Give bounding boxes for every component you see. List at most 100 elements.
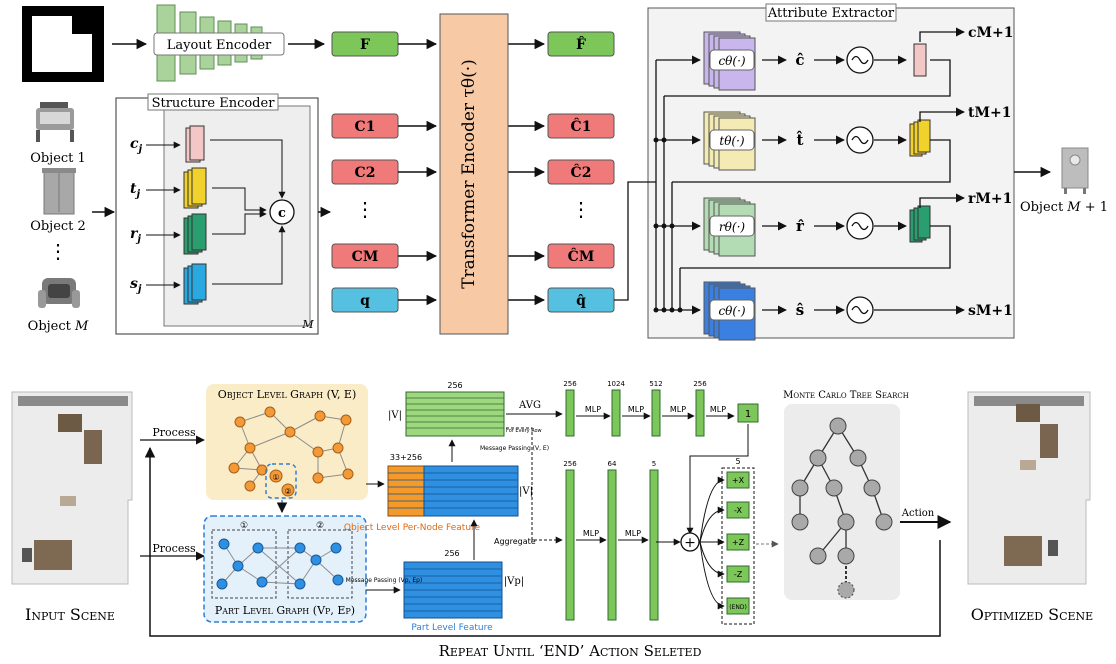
token-out-box-0	[547, 31, 615, 57]
input-scene-image	[11, 391, 133, 585]
token-out-box-2	[547, 159, 615, 185]
input-t-label: tj	[130, 181, 140, 200]
head-hat-1: t̂	[796, 130, 803, 149]
mlp-top-dim-2: 512	[649, 380, 662, 388]
head-func-3: cθ(·)	[718, 304, 745, 318]
mlp-top-mlp-2: MLP	[670, 405, 686, 414]
optimized-scene-label: Optimized Scene	[971, 605, 1093, 624]
action-label-0: +X	[732, 476, 745, 485]
attribute-extractor: Attribute Extractor	[647, 3, 1015, 339]
head-hat-0: ĉ	[795, 51, 804, 69]
attribute-head-3: cθ(·) ŝ sM+1	[703, 281, 1013, 341]
token-out-label-2: Ĉ2	[571, 163, 592, 181]
wardrobe-icon	[42, 168, 76, 215]
sum-node	[680, 532, 700, 552]
token-in-label-5: q	[360, 293, 370, 309]
layout-encoder-block: Layout Encoder	[153, 4, 285, 82]
bed-icon	[36, 102, 74, 142]
token-in-label-2: C2	[355, 165, 376, 181]
action-box-1	[726, 501, 750, 519]
bottom-panel: Input Scene Process Process Object Level…	[11, 380, 1093, 660]
message-passing-part: Message Passing (Vp, Ep)	[346, 577, 423, 584]
attribute-head-0: cθ(·)ĉcM+1	[703, 25, 1014, 91]
mcts-title: Monte Carlo Tree Search	[783, 390, 909, 401]
object-ellipsis: ⋮	[48, 239, 68, 263]
token-in-label-4: CM	[352, 249, 379, 265]
concat-node	[269, 199, 295, 225]
part-graph-title: Part Level Graph (Vp, Ep)	[215, 604, 355, 617]
avg-label: AVG	[518, 400, 541, 411]
mlp-top-layer-0	[565, 389, 575, 437]
mlp-top-mlp-3: MLP	[710, 405, 726, 414]
part-level-feature-matrix	[403, 561, 503, 619]
aggregate-label: Aggregate	[494, 537, 536, 546]
token-out-label-0: F̂	[576, 35, 586, 53]
token-in-label-1: C1	[355, 119, 376, 135]
head-hat-3: ŝ	[796, 301, 804, 319]
attribute-head-2: rθ(·)r̂rM+1	[703, 191, 1012, 257]
object-thumbnails: Object 1 Object 2 ⋮ Object M	[28, 102, 89, 334]
mlp-bottom-layer-0	[565, 469, 575, 621]
v-label-feature: |V|	[519, 486, 533, 497]
actions-column	[721, 467, 755, 625]
head-func-1: tθ(·)	[719, 134, 745, 148]
attribute-head-1: tθ(·)t̂tM+1	[703, 105, 1011, 171]
encoder-block-r	[183, 213, 207, 255]
input-s-label: sj	[130, 276, 142, 295]
structure-encoder-label: Structure Encoder	[152, 96, 276, 111]
input-r-label: rj	[130, 226, 141, 245]
action-label-1: -X	[734, 506, 742, 515]
action-label-2: +Z	[732, 538, 745, 547]
mcts-tree: Monte Carlo Tree Search	[783, 390, 909, 600]
token-out-box-1	[547, 113, 615, 139]
process-label-bottom: Process	[152, 542, 196, 555]
mlp-bottom-layer-2	[649, 469, 659, 621]
v-label-top: |V|	[388, 410, 402, 421]
action-box-4	[726, 597, 750, 615]
token-out-ellipsis: ⋮	[571, 197, 591, 221]
armchair-icon	[38, 278, 80, 308]
dim-5-actions: 5	[735, 457, 740, 466]
structure-encoder: Structure Encoder M cj tj rj sj	[115, 93, 319, 335]
message-passing-top: Message Passing (V, E)	[480, 445, 549, 452]
score-box-label: 1	[745, 409, 751, 420]
head-hat-2: r̂	[796, 217, 805, 235]
mlp-bottom-dim-2: 5	[652, 460, 656, 468]
dim-256-part: 256	[444, 549, 459, 558]
repeat-label: Repeat Until ‘END’ Action Seleted	[439, 642, 702, 660]
top-panel: Layout Encoder Object 1 Object 2 ⋮	[22, 3, 1108, 341]
object-2-label: Object 2	[30, 219, 86, 234]
head-func-2: rθ(·)	[719, 220, 745, 234]
mlp-top-mlp-1: MLP	[628, 405, 644, 414]
encoder-block-c	[185, 125, 205, 163]
output-object-label: Object M + 1	[1020, 200, 1108, 215]
object-1-label: Object 1	[30, 151, 86, 166]
process-label-top: Process	[152, 426, 196, 439]
mlp-top-dim-0: 256	[563, 380, 577, 388]
mlp-bottom-mlp-0: MLP	[583, 529, 599, 538]
object-level-feature-label: Object Level Per-Node Feature	[344, 523, 481, 533]
object-level-graph: Object Level Graph (V, E) ①	[206, 384, 368, 514]
dim-256-top: 256	[447, 381, 462, 390]
mlp-top-layer-3	[695, 389, 705, 437]
object-m-label: Object M	[28, 319, 89, 334]
part-mark-1: ①	[240, 521, 248, 531]
cabinet-icon	[1061, 147, 1089, 194]
mlp-top-dim-3: 256	[693, 380, 707, 388]
part-level-graph: ① ② Part Level Graph (Vp, Ep)	[203, 515, 367, 623]
head-out-3: sM+1	[968, 303, 1013, 319]
mlp-bottom-dim-1: 64	[608, 460, 617, 468]
optimized-scene-image	[967, 391, 1091, 585]
dim-33-256: 33+256	[390, 453, 422, 462]
object-level-feature-matrix	[387, 465, 519, 517]
token-out-label-1: Ĉ1	[571, 117, 592, 135]
object-graph-feature-matrix	[405, 391, 505, 437]
repeat-m-label: M	[301, 318, 314, 331]
action-list: +X-X+Z-Z(END)	[699, 471, 750, 615]
attribute-extractor-label: Attribute Extractor	[767, 6, 895, 21]
